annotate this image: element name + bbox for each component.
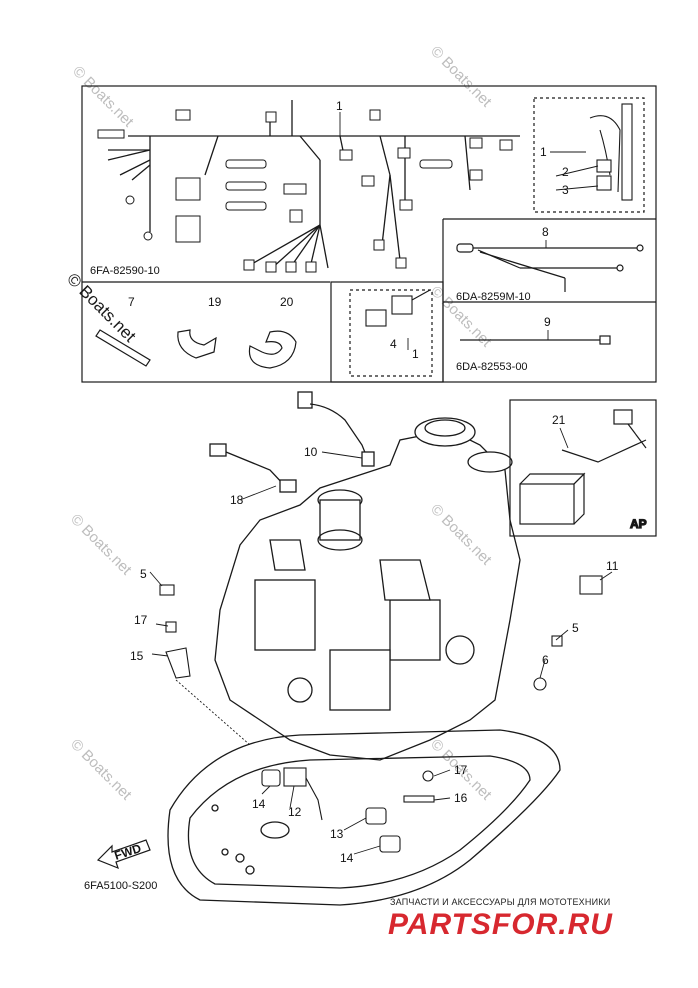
callout-13: 13 xyxy=(330,827,344,841)
main-wire-harness xyxy=(107,100,520,269)
connector-pair xyxy=(365,289,431,327)
engine-block xyxy=(214,417,521,761)
diagram-code: 6FA5100-S200 xyxy=(84,880,158,892)
callout-5: 5 xyxy=(140,567,147,581)
watermark: © Boats.net xyxy=(427,501,495,569)
callout-5: 5 xyxy=(572,621,579,635)
subharness-code-1: 6DA-8259M-10 xyxy=(456,291,531,303)
callout-14: 14 xyxy=(340,851,354,865)
bottom-cowling xyxy=(167,729,561,906)
watermark: © Boats.net xyxy=(427,43,495,111)
harness-code: 6FA-82590-10 xyxy=(90,265,160,277)
callout-1: 1 xyxy=(540,145,547,159)
callout-17: 17 xyxy=(134,613,148,627)
subharness-code-2: 6DA-82553-00 xyxy=(456,361,528,373)
callout-1: 1 xyxy=(412,347,419,361)
callout-8: 8 xyxy=(542,225,549,239)
callout-11: 11 xyxy=(606,559,619,573)
footer-tagline: ЗАПЧАСТИ И АКСЕССУАРЫ ДЛЯ МОТОТЕХНИКИ xyxy=(390,897,611,907)
callout-2: 2 xyxy=(562,165,569,179)
callout-labels: 1 1 2 3 4 1 7 19 20 8 9 10 18 21 11 5 5 … xyxy=(128,99,619,865)
callout-16: 16 xyxy=(454,791,468,805)
callout-6: 6 xyxy=(542,653,549,667)
harness-detail-parts xyxy=(589,103,633,201)
callout-9: 9 xyxy=(544,315,551,329)
fwd-label: FWD xyxy=(113,841,144,863)
callout-3: 3 xyxy=(562,183,569,197)
callout-10: 10 xyxy=(304,445,318,459)
callout-1: 1 xyxy=(336,99,343,113)
sensors-top xyxy=(209,391,375,493)
watermark: © Boats.net xyxy=(67,511,135,579)
callout-17: 17 xyxy=(454,763,468,777)
harness-frame xyxy=(81,85,657,383)
harness-connectors xyxy=(97,109,513,273)
small-parts xyxy=(159,575,603,853)
callout-12: 12 xyxy=(288,805,302,819)
part-codes: 6FA-82590-10 6DA-8259M-10 6DA-82553-00 xyxy=(90,265,531,373)
callout-19: 19 xyxy=(208,295,222,309)
footer-logo[interactable]: PARTSFOR.RU xyxy=(388,908,613,941)
sub-harness-wires xyxy=(456,243,644,345)
callout-14: 14 xyxy=(252,797,266,811)
ap-label: AP xyxy=(630,517,647,531)
watermark: © Boats.net xyxy=(69,63,137,131)
callout-21: 21 xyxy=(552,413,566,427)
watermark: © Boats.net xyxy=(67,736,135,804)
callout-4: 4 xyxy=(390,337,397,351)
forward-arrow: FWD xyxy=(96,839,151,870)
callout-7: 7 xyxy=(128,295,135,309)
ap-inset: AP xyxy=(509,399,657,537)
callout-20: 20 xyxy=(280,295,294,309)
callout-15: 15 xyxy=(130,649,144,663)
leader-lines xyxy=(149,112,613,855)
callout-18: 18 xyxy=(230,493,244,507)
clamp-parts xyxy=(95,329,297,369)
